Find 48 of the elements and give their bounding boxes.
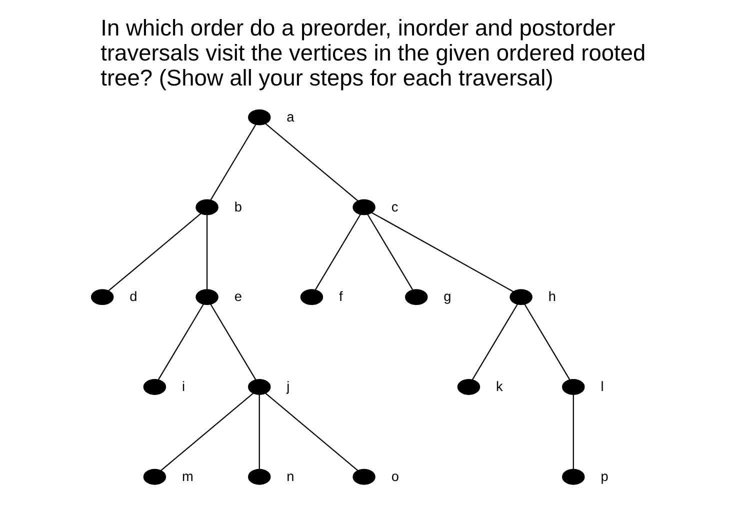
node-label: d (129, 289, 137, 304)
connector (157, 304, 204, 380)
connector (160, 392, 253, 472)
connector (264, 123, 358, 202)
node-label: c (390, 199, 398, 214)
connector (472, 304, 518, 380)
node-circle (562, 468, 584, 485)
node-circle (248, 379, 270, 395)
node-circle (352, 468, 375, 485)
node-circle (142, 468, 166, 485)
node-circle (404, 289, 428, 306)
connector (524, 304, 570, 380)
connector (206, 214, 208, 290)
connector (572, 394, 574, 469)
node-label: j (286, 379, 290, 394)
node-circle (90, 289, 114, 306)
node-label: o (390, 468, 398, 484)
node-label: b (234, 199, 242, 214)
node-label: l (600, 379, 604, 394)
connector (366, 214, 413, 290)
connector (370, 212, 513, 292)
node-label: m (182, 468, 193, 484)
connector (314, 214, 360, 290)
node-label: f (338, 289, 342, 304)
node-circle (248, 468, 270, 485)
node-circle (300, 289, 323, 306)
connector (108, 213, 201, 292)
node-label: h (548, 289, 556, 304)
node-circle (509, 289, 532, 306)
node-label: k (496, 379, 502, 394)
node-label: e (234, 289, 242, 304)
node-circle (352, 199, 375, 216)
connector (264, 392, 358, 472)
diagram-title: In which order do a preorder, inorder and postorder traversals visit the vertices in the given ordered rooted tree? (Show all your steps for each traversal) (100, 14, 646, 90)
connector (210, 304, 256, 380)
node-label: g (443, 289, 451, 304)
node-circle (195, 199, 218, 216)
node-circle (456, 379, 480, 395)
connector (210, 124, 256, 200)
node-label: p (600, 468, 608, 484)
node-circle (248, 109, 270, 126)
node-circle (562, 379, 584, 395)
node-circle (195, 289, 218, 306)
node-label: a (286, 109, 294, 124)
node-label: i (182, 379, 185, 394)
node-circle (142, 379, 166, 395)
connector (258, 394, 260, 469)
node-label: n (286, 468, 294, 484)
